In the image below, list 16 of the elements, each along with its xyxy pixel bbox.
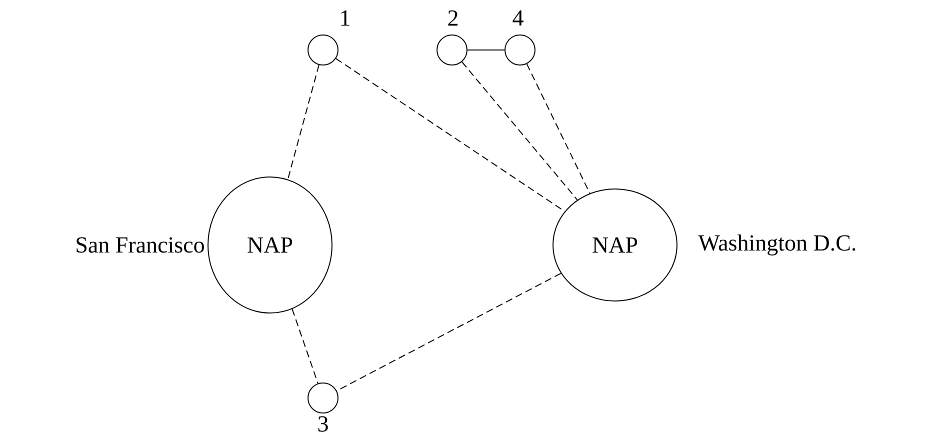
dashed-link bbox=[335, 58, 566, 212]
node-number: 4 bbox=[512, 10, 524, 26]
dashed-link bbox=[336, 272, 562, 392]
node-number: 3 bbox=[318, 416, 328, 432]
dashed-link bbox=[287, 64, 320, 180]
node-number: 1 bbox=[341, 10, 350, 26]
router-circle bbox=[308, 382, 338, 414]
node-number: 2 bbox=[448, 10, 458, 26]
router-circle bbox=[308, 34, 338, 66]
dashed-link bbox=[292, 308, 318, 384]
dashed-link bbox=[526, 63, 590, 194]
router-circle bbox=[436, 34, 468, 66]
node-label: San Francisco bbox=[76, 237, 204, 253]
router-circle bbox=[504, 34, 536, 66]
dashed-link bbox=[461, 61, 578, 200]
node-label: Washington D.C. bbox=[698, 234, 856, 256]
